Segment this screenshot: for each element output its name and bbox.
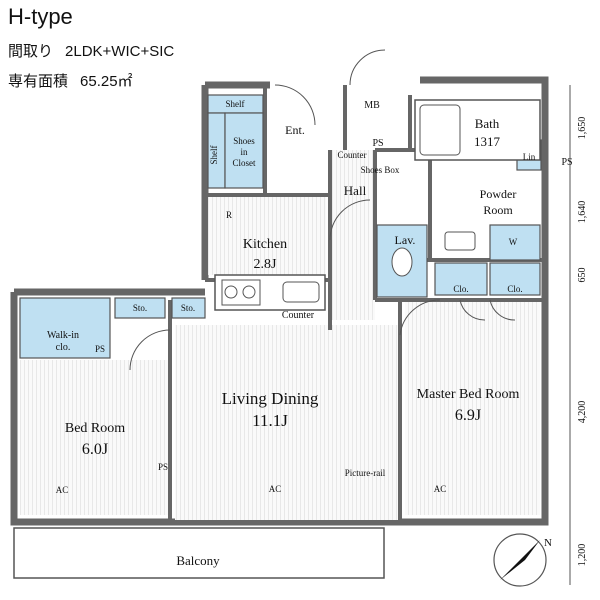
ac-bed-label: AC [56,485,69,495]
bath-name: Bath [475,116,500,131]
dim-1200: 1,200 [577,544,588,567]
plan-title: H-type [8,4,73,29]
compass-n-label: N [544,537,552,549]
counter-hall-label: Counter [338,150,367,160]
layout-line: 間取り 2LDK+WIC+SIC [8,40,186,61]
ps-bed-label: PS [158,462,168,472]
master-name: Master Bed Room [417,387,520,402]
dim-4200: 4,200 [577,401,588,424]
ac-master-label: AC [434,484,447,494]
toilet-icon [391,247,413,277]
burner-icon [224,285,238,299]
closets [19,94,542,359]
clo-1 [434,262,488,296]
sto-1 [114,297,166,319]
hall-floor [330,150,375,320]
sto-1-label: Sto. [133,303,147,313]
master-size: 6.9J [455,407,481,424]
master-floor [405,300,540,515]
bath-size: 1317 [474,134,501,149]
shoes-line3: Closet [232,158,256,168]
ps-walkin-label: PS [95,344,105,354]
clo-2-label: Clo. [507,284,522,294]
counter-label: Counter [282,310,315,321]
bedroom-size: 6.0J [82,441,108,458]
entrance-name: Ent. [285,123,305,137]
living-floor [175,325,400,520]
kitchen-name: Kitchen [243,237,287,252]
doors [129,49,516,371]
shoes-box-label: Shoes Box [361,165,400,175]
shelf-side-label: Shelf [209,145,219,164]
picture-rail-label: Picture-rail [345,468,386,478]
burner-icon [242,285,256,299]
dim-1650: 1,650 [577,117,588,140]
bedroom-floor [20,360,170,515]
bathtub-icon [419,104,461,156]
dim-1640: 1,640 [577,201,588,224]
area-line: 専有面積 65.25㎡ [8,70,145,91]
layout-label: 間取り [8,43,54,60]
ps-hall-label: PS [372,138,383,149]
sto-2-label: Sto. [181,303,195,313]
clo-1-label: Clo. [453,284,468,294]
compass-icon [493,533,547,587]
walkin-closet [19,297,111,359]
balcony [13,527,385,579]
kitchen-floor [208,195,326,275]
ac-living-label: AC [269,484,282,494]
powder-line1: Powder [480,187,517,201]
walkin-line1: Walk-in [47,330,79,341]
sink-icon [282,281,320,303]
washbasin-icon [444,231,476,251]
w-label: W [509,237,518,247]
area-value: 65.25㎡ [80,73,133,90]
powder-line2: Room [483,203,513,217]
shelf-top-label: Shelf [226,99,245,109]
mb-label: MB [364,100,380,111]
layout-value: 2LDK+WIC+SIC [65,43,175,60]
kitchen-size: 2.8J [254,257,278,272]
walkin-line2: clo. [56,342,71,353]
stove-icon [221,279,261,306]
w-box [489,224,541,261]
shoes-closet [224,112,264,189]
area-label: 専有面積 [8,73,69,90]
lav-name: Lav. [395,233,416,247]
sto-2 [171,297,206,319]
living-size: 11.1J [252,411,288,430]
bedroom-name: Bed Room [65,421,125,436]
living-name: Living Dining [222,389,319,408]
ps-label: PS [561,157,572,168]
dim-650: 650 [577,268,588,283]
r-label: R [226,210,232,220]
balcony-name: Balcony [176,553,220,568]
lin-label: Lin [523,152,536,162]
shoes-line2: in [240,147,248,157]
shoes-line1: Shoes [233,136,255,146]
hall-name: Hall [344,183,367,198]
clo-2 [489,262,541,296]
